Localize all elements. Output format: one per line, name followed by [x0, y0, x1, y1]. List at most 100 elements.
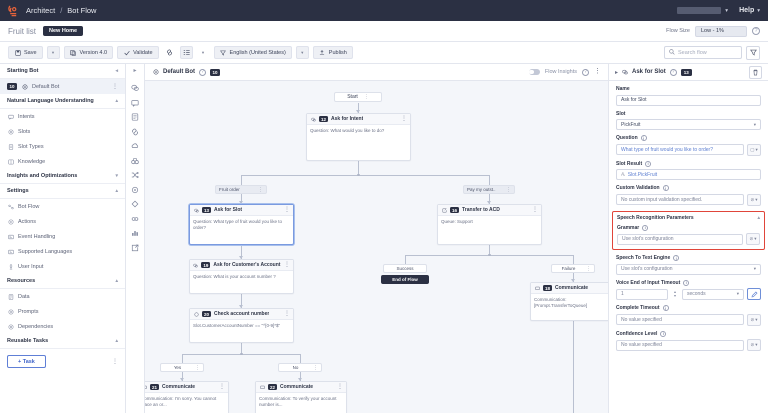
vertical-dots-icon[interactable]: ⋮: [506, 186, 511, 193]
grammar-input[interactable]: Use slot's configuration: [617, 233, 743, 245]
help-menu[interactable]: Help ▾: [739, 7, 760, 14]
breadcrumb-section[interactable]: Bot Flow: [67, 6, 97, 15]
node-communicate-verify[interactable]: 22 Communicate ⋮ Communication: To verif…: [255, 381, 347, 413]
sidebar-section-reusable-tasks[interactable]: Reusable Tasks ▴: [0, 334, 125, 349]
delete-button[interactable]: [749, 65, 762, 79]
sidebar-section-settings[interactable]: Settings ▴: [0, 184, 125, 199]
link-chain-icon[interactable]: [131, 127, 140, 136]
confidence-input[interactable]: No value specified: [616, 339, 744, 351]
binoculars-icon[interactable]: [131, 156, 140, 165]
sidebar-item-actions[interactable]: Actions: [0, 214, 125, 229]
node-start[interactable]: Start ⋮: [334, 92, 382, 102]
list-dropdown-button[interactable]: ▾: [197, 46, 210, 59]
chevron-up-icon[interactable]: ▴: [115, 278, 118, 284]
node-communicate-sorry[interactable]: 21 Communicate ⋮ Communication: I'm sorr…: [145, 381, 229, 413]
complete-timeout-menu-button[interactable]: ⊘ ▾: [747, 313, 761, 326]
info-icon[interactable]: ?: [752, 27, 760, 35]
voice-timeout-unit-select[interactable]: seconds ▾: [682, 288, 744, 300]
vertical-dots-icon[interactable]: ⋮: [112, 359, 118, 365]
save-dropdown-button[interactable]: ▾: [46, 46, 60, 59]
node-ask-for-intent[interactable]: 12 Ask for Intent ⋮ Question: What would…: [306, 113, 411, 161]
vertical-dots-icon[interactable]: ⋮: [195, 364, 200, 371]
new-home-badge[interactable]: New Home: [43, 26, 84, 36]
validate-button[interactable]: Validate: [117, 46, 159, 59]
sidebar-section-starting-bot[interactable]: Starting Bot ◂: [0, 64, 125, 79]
question-prompt-button[interactable]: ▢ ▾: [747, 143, 761, 156]
search-input[interactable]: Search flow: [664, 46, 742, 59]
confidence-menu-button[interactable]: ⊘ ▾: [747, 339, 761, 351]
sidebar-section-insights[interactable]: Insights and Optimizations ▾: [0, 169, 125, 184]
vertical-dots-icon[interactable]: ⋮: [219, 383, 225, 390]
question-input[interactable]: What type of fruit would you like to ord…: [616, 144, 744, 155]
infinity-icon[interactable]: [131, 214, 140, 223]
info-icon[interactable]: i: [660, 330, 667, 337]
add-task-button[interactable]: + Task: [7, 355, 46, 368]
vertical-dots-icon[interactable]: ⋮: [312, 364, 318, 371]
sidebar-item-supported-languages[interactable]: Supported Languages: [0, 244, 125, 259]
vertical-dots-icon[interactable]: ⋮: [401, 115, 407, 122]
sidebar-item-user-input[interactable]: User Input: [0, 259, 125, 274]
branch-failure[interactable]: Failure ⋮: [551, 264, 595, 273]
vertical-dots-icon[interactable]: ⋮: [284, 261, 290, 268]
info-icon[interactable]: i: [642, 224, 649, 231]
sidebar-item-bot-flow[interactable]: Bot Flow: [0, 199, 125, 214]
version-button[interactable]: Version 4.0: [63, 46, 114, 59]
vertical-dots-icon[interactable]: ⋮: [594, 68, 601, 75]
sidebar-item-event-handling[interactable]: Event Handling: [0, 229, 125, 244]
chat-icon[interactable]: [131, 84, 140, 93]
custom-validation-menu-button[interactable]: ⊘ ▾: [747, 193, 761, 206]
genesys-logo-icon[interactable]: [8, 5, 19, 17]
sidebar-item-intents[interactable]: Intents: [0, 109, 125, 124]
slot-result-input[interactable]: 𝔸 Slot.PickFruit: [616, 169, 761, 180]
data-store-icon[interactable]: [131, 113, 140, 122]
branch-pay-outstanding[interactable]: Pay my outst.. ⋮: [463, 185, 515, 194]
chevron-up-icon[interactable]: ▴: [757, 214, 760, 221]
info-icon[interactable]: ?: [582, 68, 589, 76]
publish-button[interactable]: Publish: [312, 46, 353, 59]
language-dropdown-button[interactable]: ▾: [295, 46, 309, 59]
chevron-up-icon[interactable]: ▴: [115, 98, 118, 104]
breadcrumb-app-name[interactable]: Architect: [26, 6, 56, 15]
speech-section-header[interactable]: Speech Recognition Parameters ▴: [617, 215, 760, 221]
edit-expression-button[interactable]: [747, 288, 761, 300]
sidebar-item-slot-types[interactable]: Slot Types: [0, 139, 125, 154]
vertical-dots-icon[interactable]: ⋮: [284, 206, 290, 213]
sidebar-item-default-bot[interactable]: 10 Default Bot ⋮: [0, 79, 125, 94]
help-circle-icon[interactable]: ?: [669, 68, 677, 76]
cloud-icon[interactable]: [131, 142, 140, 151]
language-button[interactable]: English (United States): [213, 46, 292, 59]
sidebar-item-prompts[interactable]: Prompts: [0, 304, 125, 319]
info-icon[interactable]: i: [662, 185, 669, 191]
filter-button[interactable]: [746, 45, 760, 60]
info-icon[interactable]: i: [683, 279, 690, 286]
diamond-icon[interactable]: [131, 200, 140, 209]
stepper-arrows[interactable]: ▴▾: [671, 289, 679, 300]
chevron-up-icon[interactable]: ▴: [115, 338, 118, 344]
complete-timeout-input[interactable]: No value specified: [616, 314, 744, 325]
sidebar-item-knowledge[interactable]: Knowledge: [0, 154, 125, 169]
vertical-dots-icon[interactable]: ⋮: [284, 310, 290, 317]
rail-expand-button[interactable]: ▸: [126, 67, 145, 78]
node-transfer-to-acd[interactable]: 16 Transfer to ACD ⋮ Queue: Support: [437, 204, 542, 245]
vertical-dots-icon[interactable]: ⋮: [585, 265, 591, 272]
branch-fruit-order[interactable]: Fruit order ⋮: [215, 185, 267, 194]
communicate-icon[interactable]: [131, 98, 140, 107]
node-end-of-flow[interactable]: End of Flow: [381, 275, 429, 284]
chevron-up-icon[interactable]: ▴: [115, 188, 118, 194]
name-input[interactable]: Ask for Slot: [616, 94, 761, 106]
info-icon[interactable]: i: [673, 255, 680, 261]
stt-select[interactable]: Use slot's configuration ▾: [616, 263, 761, 275]
vertical-dots-icon[interactable]: ⋮: [337, 383, 343, 390]
sidebar-item-dependencies[interactable]: Dependencies: [0, 319, 125, 334]
user-menu[interactable]: ▾: [677, 7, 728, 14]
vertical-dots-icon[interactable]: ⋮: [532, 206, 538, 213]
location-pin-icon[interactable]: [131, 185, 140, 194]
info-icon[interactable]: i: [662, 305, 669, 311]
node-check-account-number[interactable]: 20 Check account number ⋮ Slot.CustomerA…: [189, 308, 294, 343]
vertical-dots-icon[interactable]: ⋮: [112, 84, 118, 90]
branch-yes[interactable]: Yes ⋮: [160, 363, 204, 372]
external-link-icon[interactable]: [131, 243, 140, 252]
link-icon[interactable]: [163, 46, 176, 59]
node-ask-for-slot[interactable]: 13 Ask for Slot ⋮ Question: What type of…: [189, 204, 294, 245]
custom-validation-input[interactable]: No custom input validation specified.: [616, 194, 744, 205]
